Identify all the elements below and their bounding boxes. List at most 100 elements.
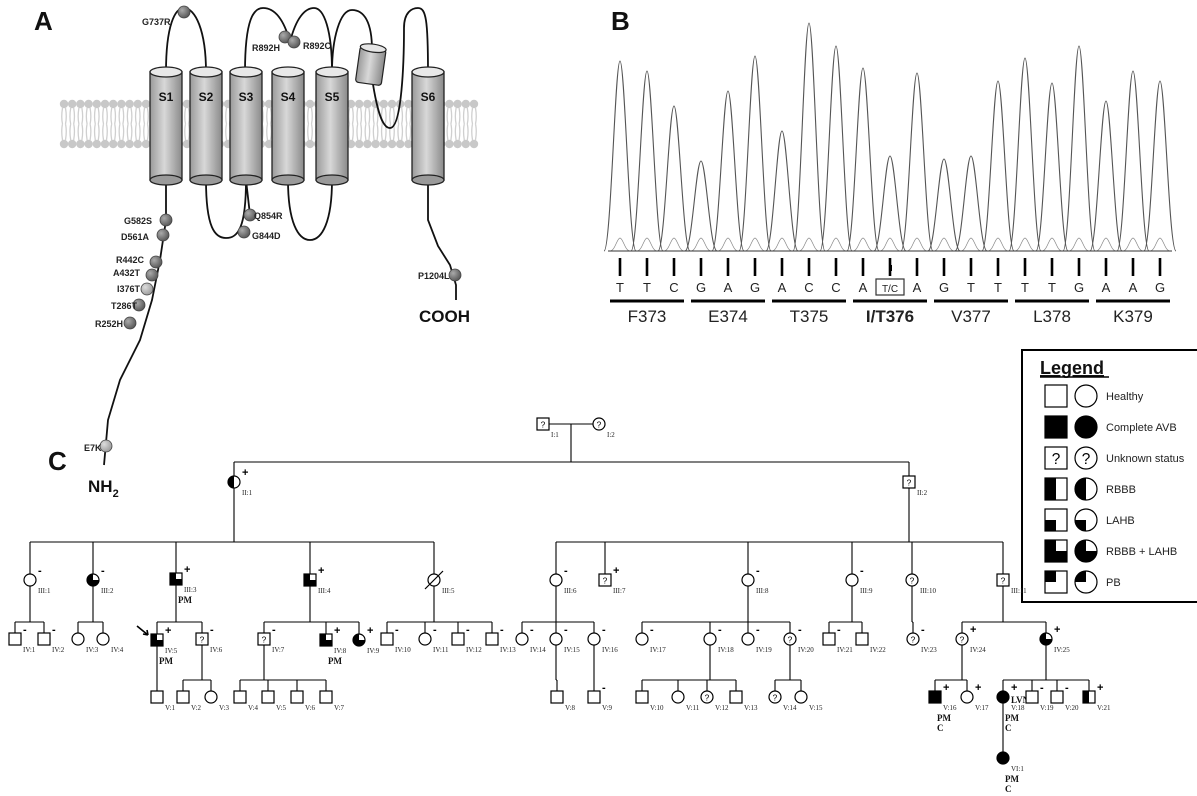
genotype-mark: -: [272, 624, 276, 636]
pedigree-symbol-healthy: [1075, 385, 1097, 407]
trace-peak: [982, 81, 1014, 251]
pedigree-symbol-rbbb: [1083, 691, 1095, 703]
lipid-head: [76, 140, 84, 148]
lipid-head: [125, 100, 133, 108]
individual-id: III:7: [613, 587, 626, 595]
base-call: T: [967, 280, 975, 295]
trace-minor-peak: [799, 238, 819, 251]
individual-id: V:11: [686, 704, 700, 712]
individual-id: V:9: [602, 704, 612, 712]
individual-id: V:10: [650, 704, 664, 712]
pedigree-symbol-unknown: ?: [593, 418, 605, 430]
mutation-label: R442C: [116, 255, 145, 265]
individual-iii-1: III:1-: [24, 565, 51, 595]
pedigree-symbol-unknown: ?: [537, 418, 549, 430]
individual-id: IV:9: [367, 647, 380, 655]
base-call: G: [939, 280, 949, 295]
genotype-mark: +: [165, 625, 171, 637]
unknown-mark: ?: [597, 419, 602, 429]
panel-label-b: B: [611, 6, 630, 36]
individual-iv-25: IV:25+: [1040, 624, 1070, 654]
unknown-mark: ?: [773, 692, 778, 702]
pedigree-symbol-rbbblahb: [320, 634, 332, 646]
unknown-mark: ?: [907, 477, 912, 487]
unknown-mark: ?: [1001, 575, 1006, 585]
genotype-mark: -: [210, 624, 214, 636]
lipid-head: [109, 100, 117, 108]
individual-iv-8: IV:8+PM: [320, 625, 347, 666]
trace-peak: [604, 61, 636, 251]
n-terminus-label: NH2: [88, 477, 119, 500]
mutation-label: G737R: [142, 17, 171, 27]
proband-arrow: [137, 626, 148, 635]
individual-iv-6: ?IV:6-: [196, 624, 223, 654]
individual-id: III:6: [564, 587, 577, 595]
trace-peak: [874, 156, 906, 251]
pedigree-symbol-rbbblahb: [353, 634, 365, 646]
trace-minor-peak: [637, 238, 657, 251]
genotype-mark: -: [921, 624, 925, 636]
unknown-mark: ?: [911, 634, 916, 644]
lipid-head: [388, 140, 396, 148]
codon-label: V377: [951, 307, 991, 326]
mutation-dot-d561a: [157, 229, 169, 241]
unknown-mark: ?: [1052, 451, 1061, 468]
pedigree-symbol-healthy: [550, 574, 562, 586]
base-call: G: [696, 280, 706, 295]
segment-label: S2: [199, 90, 214, 104]
lipid-head: [125, 140, 133, 148]
pedigree-symbol-complete: [1045, 416, 1067, 438]
individual-iv-11: IV:11-: [419, 624, 449, 654]
individual-iii-7: ?III:7+: [599, 565, 626, 595]
individual-id: IV:4: [111, 646, 124, 654]
pedigree-symbol-pb: [1045, 571, 1067, 593]
mutation-label: P1204L: [418, 271, 450, 281]
pedigree-symbol-unknown: ?: [599, 574, 611, 586]
codon-label: E374: [708, 307, 748, 326]
individual-id: III:3: [184, 586, 197, 594]
lipid-tail: [455, 108, 460, 140]
legend-label: Unknown status: [1106, 453, 1185, 465]
individual-id: III:10: [920, 587, 936, 595]
individual-v-17: V:17+: [961, 682, 989, 712]
individual-id: V:21: [1097, 704, 1111, 712]
individual-id: V:17: [975, 704, 989, 712]
base-call: G: [750, 280, 760, 295]
mutation-label: I376T: [117, 284, 141, 294]
individual-id: V:7: [334, 704, 344, 712]
individual-v-2: V:2: [177, 691, 201, 712]
codon-label: I/T376: [866, 307, 914, 326]
pedigree-symbol-healthy: [856, 633, 868, 645]
trace-peak: [712, 91, 744, 251]
genotype-mark: -: [23, 624, 27, 636]
individual-iv-24: ?IV:24+: [956, 624, 986, 654]
genotype-mark: -: [798, 624, 802, 636]
pedigree-symbol-rbbblahb: [170, 573, 182, 585]
trace-peak: [1036, 83, 1068, 251]
lipid-head: [142, 140, 150, 148]
trace-peak: [1144, 81, 1176, 251]
individual-iii-3: III:3+PM: [170, 564, 197, 605]
pore-helix: [355, 42, 386, 85]
mutation-label: A432T: [113, 268, 141, 278]
lipid-tail: [267, 108, 272, 140]
lipid-tail: [406, 108, 411, 140]
lipid-head: [363, 100, 371, 108]
individual-v-8: V:8: [551, 691, 575, 712]
lipid-tail: [464, 108, 469, 140]
genotype-mark: -: [500, 624, 504, 636]
codon-label: L378: [1033, 307, 1071, 326]
pedigree-symbol-healthy: [151, 691, 163, 703]
individual-id: IV:13: [500, 646, 516, 654]
legend-label: RBBB + LAHB: [1106, 546, 1177, 558]
individual-id: V:12: [715, 704, 729, 712]
lipid-head: [84, 140, 92, 148]
individual-iv-22: IV:22: [856, 633, 886, 654]
lipid-head: [93, 140, 101, 148]
individual-id: IV:16: [602, 646, 618, 654]
pedigree-symbol-healthy: [9, 633, 21, 645]
pedigree-symbol-rbbb: [1045, 478, 1067, 500]
genotype-mark: -: [530, 624, 534, 636]
individual-iv-12: IV:12-: [452, 624, 482, 654]
